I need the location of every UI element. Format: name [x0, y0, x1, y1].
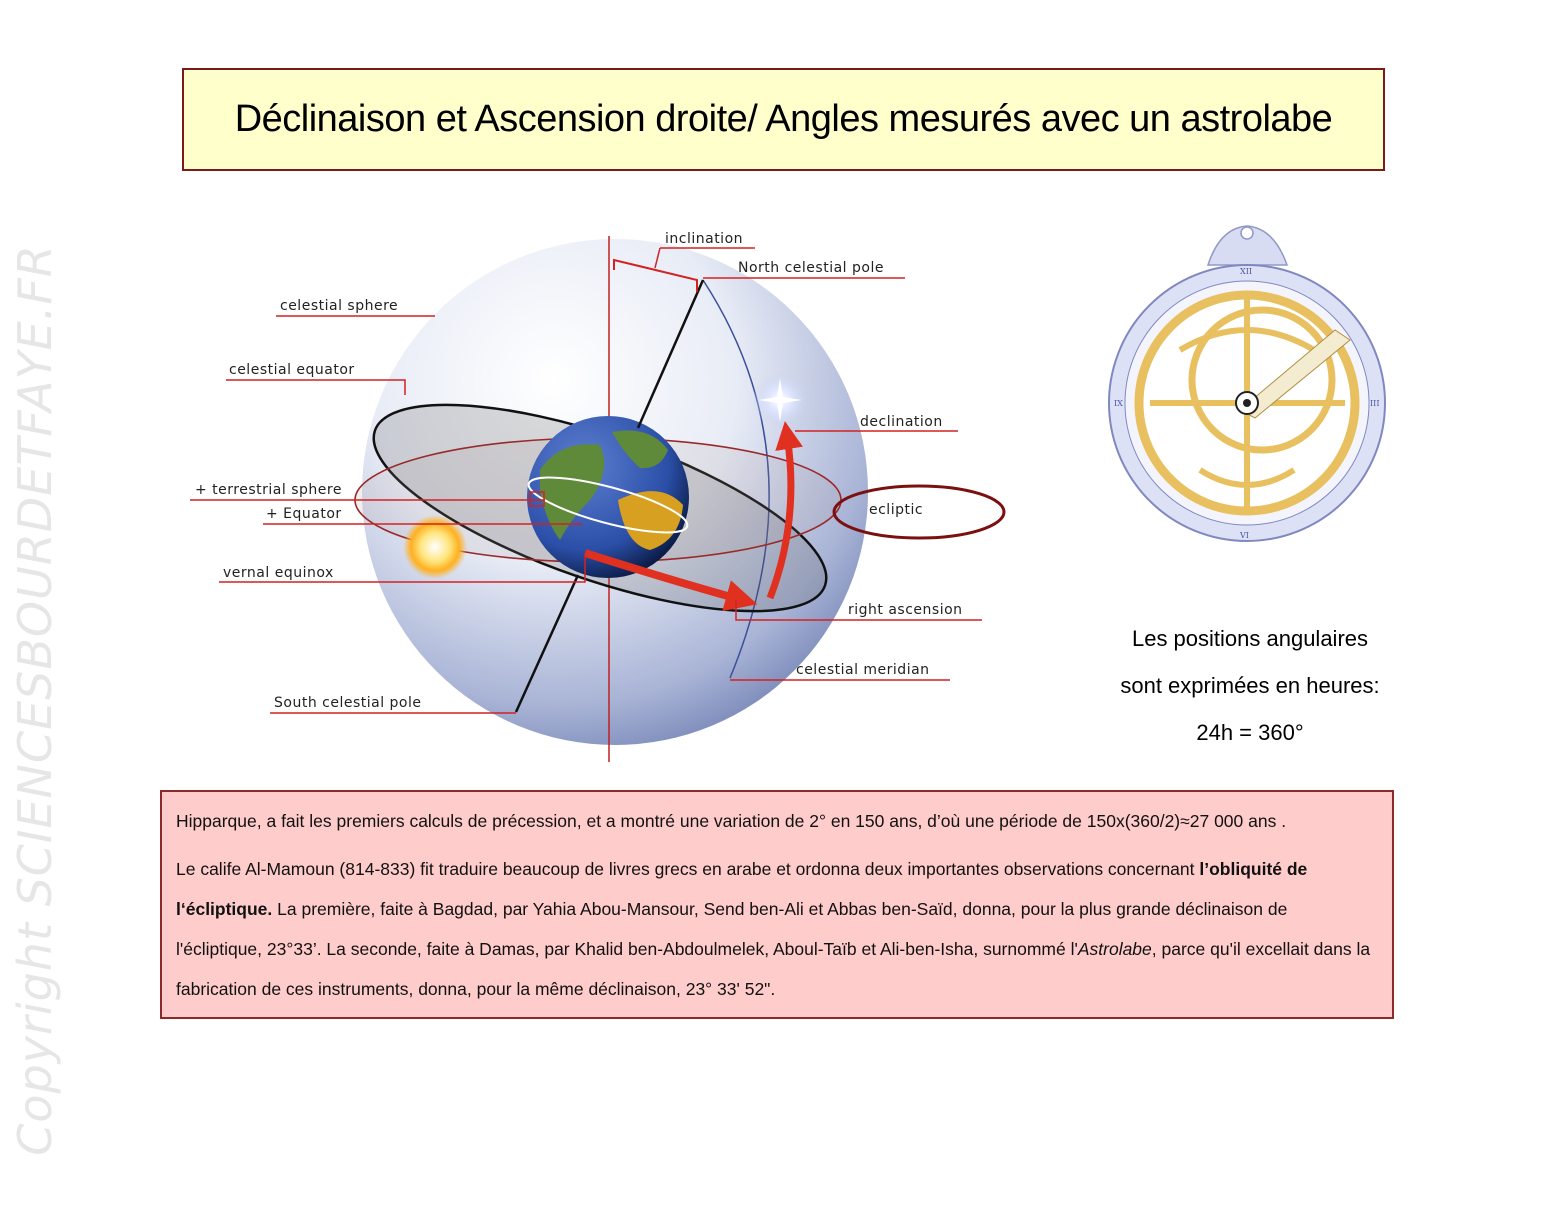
paragraph-part-b: La première, faite à Bagdad, par Yahia A… — [176, 899, 1288, 959]
astrolabe-numeral-xii: XII — [1240, 267, 1252, 276]
caption-line-3: 24h = 360° — [1196, 720, 1304, 745]
astrolabe-throne — [1206, 225, 1289, 266]
earth-equator-line — [527, 476, 689, 534]
label-vernal-equinox: vernal equinox — [223, 565, 334, 581]
inclination-leader — [654, 247, 661, 269]
label-inclination: inclination — [665, 231, 743, 247]
angular-positions-caption: Les positions angulaires sont exprimées … — [1100, 615, 1400, 756]
inclination-bracket — [613, 258, 698, 292]
label-south-celestial-pole: South celestial pole — [274, 695, 422, 711]
caption-line-2: sont exprimées en heures: — [1120, 673, 1380, 698]
astrolabe-numeral-vi: VI — [1239, 531, 1249, 540]
obliquity-bold-text: l’obliquité de l‘écliptique. — [176, 859, 1308, 919]
label-declination: declination — [860, 414, 943, 430]
paragraph-part-a: Le calife Al-Mamoun (814-833) fit tradui… — [176, 859, 1200, 879]
star-sparkle — [758, 378, 802, 422]
ecliptic-highlight-ellipse — [832, 484, 1006, 540]
label-north-celestial-pole: North celestial pole — [738, 260, 884, 276]
celestial-sphere-diagram: inclination North celestial pole celesti… — [190, 225, 1386, 762]
earth-africa — [618, 491, 683, 550]
leader-vernal-equinox — [219, 555, 586, 583]
astrolabe-ring — [1240, 226, 1254, 240]
terrestrial-sphere-marker — [529, 491, 545, 507]
label-celestial-meridian: celestial meridian — [796, 662, 930, 678]
paragraph-part-c: , parce qu'il excellait dans la fabricat… — [176, 939, 1371, 999]
astrolabe-rule — [1239, 329, 1351, 419]
label-terrestrial-sphere: + terrestrial sphere — [195, 482, 342, 498]
label-right-ascension: right ascension — [848, 602, 963, 618]
astrolabe-ecliptic-ring — [1188, 306, 1336, 454]
polar-axis-north — [636, 279, 705, 429]
astrolabe-italic-text: Astrolabe — [1077, 939, 1152, 959]
polar-axis-south — [514, 574, 580, 713]
history-text-box: Hipparque, a fait les premiers calculs d… — [160, 790, 1394, 1019]
astrolabe-numeral-iii: III — [1370, 399, 1379, 408]
leader-right-ascension — [735, 600, 982, 621]
al-mamoun-paragraph: Le calife Al-Mamoun (814-833) fit tradui… — [176, 849, 1378, 1009]
title-banner: Déclinaison et Ascension droite/ Angles … — [182, 68, 1385, 171]
declination-arrow — [766, 421, 803, 600]
leader-celestial-equator — [226, 379, 406, 395]
leader-lines — [190, 247, 982, 714]
right-ascension-arrow — [583, 549, 758, 612]
label-equator: + Equator — [266, 506, 342, 522]
label-celestial-equator: celestial equator — [229, 362, 355, 378]
astrolabe-pin-center — [1243, 399, 1251, 407]
page-title: Déclinaison et Ascension droite/ Angles … — [234, 98, 1333, 140]
astrolabe-rete-ring — [1134, 290, 1360, 516]
astrolabe-numeral-ix: IX — [1114, 399, 1123, 408]
sun — [403, 515, 467, 579]
hipparchus-paragraph: Hipparque, a fait les premiers calculs d… — [176, 811, 1287, 831]
astrolabe-illustration: XII III VI IX — [1108, 225, 1386, 542]
label-ecliptic: ecliptic — [869, 502, 923, 518]
caption-line-1: Les positions angulaires — [1131, 626, 1369, 651]
label-celestial-sphere: celestial sphere — [280, 298, 398, 314]
